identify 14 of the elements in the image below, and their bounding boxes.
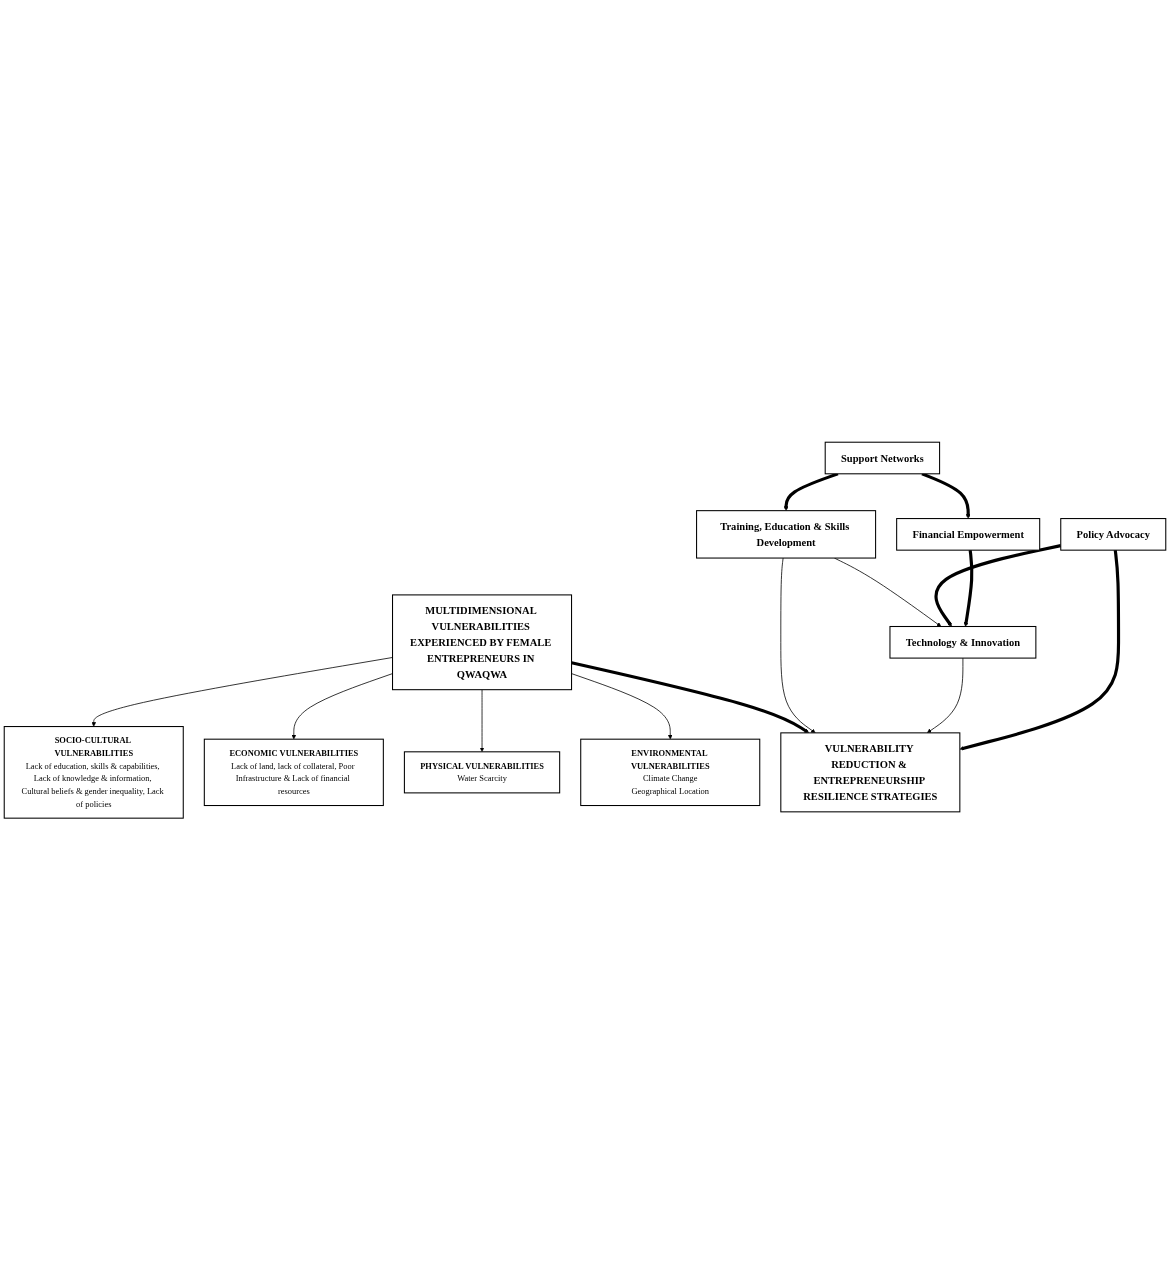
node-box: Financial Empowerment <box>896 518 1041 551</box>
arrow <box>963 550 974 627</box>
node-box: Support Networks <box>824 442 941 475</box>
node-box: Technology & Innovation <box>889 626 1037 659</box>
arrow <box>959 550 1121 751</box>
node-box: Training, Education & Skills Development <box>696 510 877 559</box>
node-box: VULNERABILITY REDUCTION & ENTREPRENEURSHIP RESILIENCE STRATEGIES <box>780 732 961 813</box>
arrow <box>571 661 810 734</box>
node-box: ENVIRONMENTAL VULNERABILITIES Climate Change Geographical Location <box>580 738 761 807</box>
node-box: ECONOMIC VULNERABILITIES Lack of land, lack of collateral, Poor Infrastructure & Lack of financial resources <box>203 738 384 807</box>
node-box: SOCIO-CULTURAL VULNERABILITIES Lack of education, skills & capabilities, Lack of knowledge & information, Cultural beliefs & gender inequality, Lack of policies <box>3 726 184 819</box>
node-box: Policy Advocacy <box>1060 518 1167 551</box>
node-box: MULTIDIMENSIONAL VULNERABILITIES EXPERIENCED BY FEMALE ENTREPRENEURS IN QWAQWA <box>392 594 573 691</box>
node-box: PHYSICAL VULNERABILITIES Water Scarcity <box>403 751 561 794</box>
